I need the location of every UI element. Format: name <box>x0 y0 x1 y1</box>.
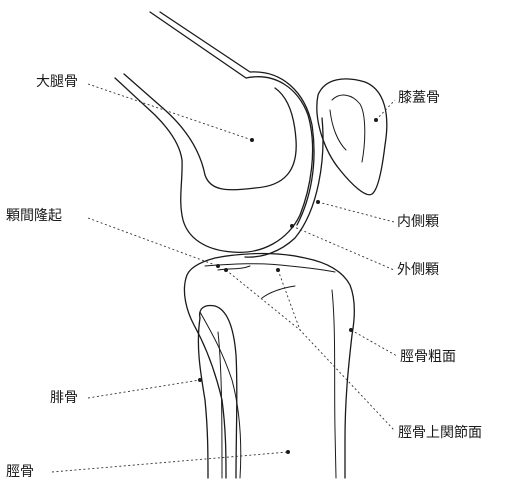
patella-outline <box>317 79 387 195</box>
fibula-outline <box>200 306 237 479</box>
tibia-outline <box>186 254 354 479</box>
label-lateral-condyle: 外側顆 <box>397 262 439 278</box>
lateral-condyle-leader <box>292 226 394 270</box>
femur-dot <box>250 138 254 142</box>
label-tibia: 脛骨 <box>6 464 34 480</box>
fibula-leader <box>88 380 200 398</box>
tibia-shaft-inner <box>332 290 336 478</box>
medial-condyle-dot <box>316 200 320 204</box>
tuberosity-leader <box>351 330 397 356</box>
label-medial-condyle: 内側顆 <box>397 214 439 230</box>
femur-inner-outline <box>160 12 314 225</box>
articular-leader <box>226 270 394 430</box>
tibia-leader <box>52 452 288 472</box>
eminence-ridge <box>218 266 250 270</box>
tuberosity-dot <box>349 328 353 332</box>
label-tibial-tuberosity: 脛骨粗面 <box>400 349 456 365</box>
femur-notch-outline <box>124 74 296 190</box>
label-intercondylar-eminence: 顆間隆起 <box>6 208 62 224</box>
patella-inner-facet <box>330 110 346 150</box>
eminence-ridge-2 <box>262 286 295 298</box>
medial-condyle-leader <box>318 202 394 222</box>
patella-dot <box>374 118 378 122</box>
patella-inner-ridge <box>332 95 365 162</box>
fibula-dot <box>198 378 202 382</box>
label-tibial-articular-surface: 脛骨上関節面 <box>398 425 482 441</box>
articular-dot-2 <box>276 268 280 272</box>
tibia-dot <box>286 450 290 454</box>
lateral-condyle-dot <box>290 224 294 228</box>
label-fibula: 腓骨 <box>50 390 78 406</box>
label-femur: 大腿骨 <box>36 74 78 90</box>
label-patella: 膝蓋骨 <box>398 90 440 106</box>
eminence-dot <box>216 264 220 268</box>
patella-leader <box>376 100 395 120</box>
articular-dot <box>224 268 228 272</box>
